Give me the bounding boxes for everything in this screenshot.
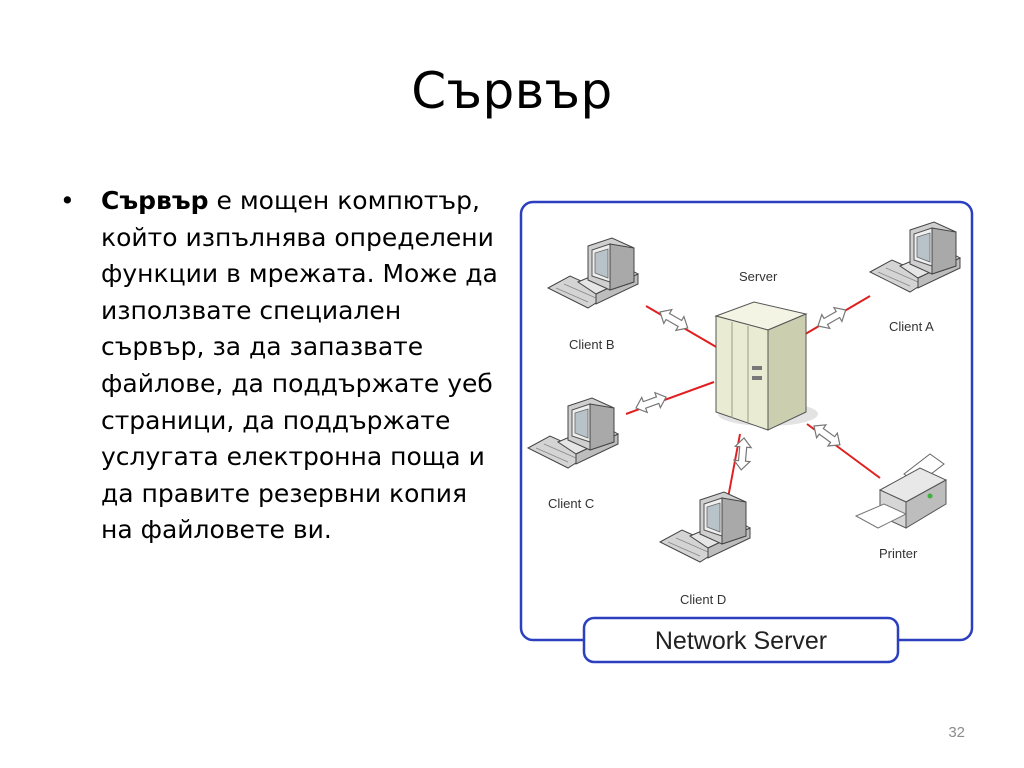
server-label: Server [739,269,778,284]
bullet-text: Сървър е мощен компютър, който изпълнява… [101,183,501,549]
slide-title: Сървър [411,62,613,120]
client-c-label: Client C [548,496,594,511]
bullet-body: е мощен компютър, който изпълнява опреде… [101,186,498,545]
printer-label: Printer [879,546,918,561]
network-diagram: Server Client B Client A Client C Client… [519,200,974,664]
bold-term: Сървър [101,186,209,215]
server-icon [714,301,818,431]
client-b-label: Client B [569,337,615,352]
printer-icon [854,453,948,529]
client-a-label: Client A [889,319,934,334]
bullet-dot: • [60,186,75,215]
slide-number: 32 [948,724,965,741]
client-d-label: Client D [680,592,726,607]
frame-label-box [582,616,900,664]
frame-label: Network Server [655,627,827,655]
